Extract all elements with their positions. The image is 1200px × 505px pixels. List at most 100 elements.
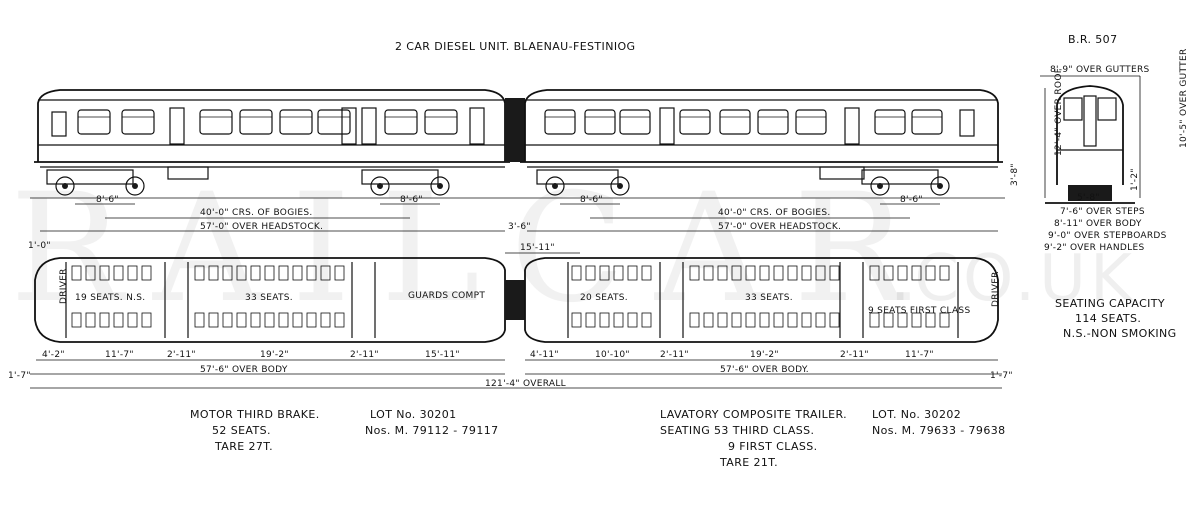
plan-seat — [250, 312, 261, 328]
plan-view: DRIVER 19 SEATS. N.S. 33 SEATS. GUARDS C… — [8, 241, 1013, 389]
plan-seat — [113, 265, 124, 281]
side-window — [239, 109, 273, 135]
plan-seat — [745, 312, 756, 328]
plan-seat — [113, 312, 124, 328]
dim-right-5: 2'-11" — [840, 350, 869, 360]
headstock-right: 57'-0" OVER HEADSTOCK. — [718, 222, 841, 232]
plan-seat — [773, 265, 784, 281]
plan-seat — [939, 312, 950, 328]
over-stepboards: 9'-0" OVER STEPBOARDS — [1048, 231, 1167, 241]
plan-seat — [613, 265, 624, 281]
over-roof: 12'-4" OVER ROOF — [1054, 68, 1064, 156]
plan-seat — [278, 312, 289, 328]
motor-tare: TARE 27T. — [214, 440, 273, 453]
trailer-seating: SEATING 53 THIRD CLASS. — [660, 424, 814, 437]
bogie-hub — [552, 183, 558, 189]
dim-right-4: 19'-2" — [750, 350, 779, 360]
diagram-title: 2 CAR DIESEL UNIT. BLAENAU-FESTINIOG — [395, 40, 635, 53]
side-window — [384, 109, 418, 135]
plan-seat — [71, 312, 82, 328]
plan-seat — [85, 265, 96, 281]
side-window — [317, 109, 351, 135]
bogie-spacing-right-2: 8'-6" — [900, 195, 923, 205]
side-window — [757, 109, 789, 135]
driver-right: DRIVER — [991, 271, 1001, 307]
bogie-wheel — [545, 176, 565, 196]
plan-seat — [925, 265, 936, 281]
trailer-first: 9 FIRST CLASS. — [728, 440, 818, 453]
side-dimensions: 8'-6" 8'-6" 8'-6" 8'-6" 40'-0" CRS. OF B… — [40, 163, 1020, 232]
plan-seat — [689, 265, 700, 281]
plan-seat — [869, 265, 880, 281]
dim-left-4: 19'-2" — [260, 350, 289, 360]
bogie-hub — [617, 183, 623, 189]
diagram-ref: B.R. 507 — [1068, 33, 1117, 46]
bogie-hub — [62, 183, 68, 189]
seating-ns-note: N.S.-NON SMOKING — [1063, 327, 1177, 340]
plan-seat — [731, 265, 742, 281]
plan-seat — [897, 312, 908, 328]
plan-seat — [320, 265, 331, 281]
plan-seat — [911, 265, 922, 281]
plan-seat — [883, 312, 894, 328]
side-window — [121, 109, 155, 135]
side-window — [911, 109, 943, 135]
side-window — [77, 109, 111, 135]
plan-seat — [787, 312, 798, 328]
plan-dimensions: 4'-2" 11'-7" 2'-11" 19'-2" 2'-11" 15'-11… — [8, 350, 1013, 389]
plan-car-left: DRIVER 19 SEATS. N.S. 33 SEATS. GUARDS C… — [28, 241, 506, 343]
bogie-wheel — [370, 176, 390, 196]
motor-lot: LOT No. 30201 — [370, 408, 457, 421]
plan-seat — [869, 312, 880, 328]
dim-right-1: 4'-11" — [530, 350, 559, 360]
plan-seat — [306, 312, 317, 328]
watermark: RAILCAR .CO.UK — [10, 162, 1136, 336]
bogies — [46, 169, 950, 196]
plan-seat — [208, 312, 219, 328]
watermark-suffix: .CO.UK — [890, 242, 1136, 316]
bogie-hub — [377, 183, 383, 189]
plan-seat — [801, 312, 812, 328]
plan-seat — [717, 312, 728, 328]
plan-seat — [759, 312, 770, 328]
side-window — [279, 109, 313, 135]
plan-seat — [925, 312, 936, 328]
plan-seat — [141, 265, 152, 281]
side-window — [874, 109, 906, 135]
bogie-hub — [937, 183, 943, 189]
bogie-wheel — [870, 176, 890, 196]
motor-nos: Nos. M. 79112 - 79117 — [365, 424, 499, 437]
side-car-left — [34, 89, 510, 180]
plan-seat — [801, 265, 812, 281]
plan-seat — [236, 312, 247, 328]
overall-length: 121'-4" OVERALL — [485, 379, 566, 389]
plan-seat — [571, 265, 582, 281]
gap-dimension: 3'-6" — [508, 222, 531, 232]
bogie-wheel — [610, 176, 630, 196]
plan-seat — [222, 312, 233, 328]
bogie-spacing-left-2: 8'-6" — [400, 195, 423, 205]
over-body-left: 57'-6" OVER BODY — [200, 365, 288, 375]
motor-seats: 52 SEATS. — [212, 424, 271, 437]
over-gutter-side: 10'-5" OVER GUTTER — [1179, 48, 1189, 148]
dim-right-2: 10'-10" — [595, 350, 630, 360]
dim-left-6: 15'-11" — [425, 350, 460, 360]
plan-seat — [571, 312, 582, 328]
side-window — [199, 109, 233, 135]
plan-seat — [264, 265, 275, 281]
bogie-width: 5'-8" — [1077, 193, 1100, 203]
plan-seats — [71, 265, 950, 328]
plan-seat — [320, 312, 331, 328]
plan-seat — [829, 265, 840, 281]
plan-seat — [829, 312, 840, 328]
plan-seat — [71, 265, 82, 281]
plan-seat — [85, 312, 96, 328]
over-gutters: 8'-9" OVER GUTTERS — [1050, 65, 1150, 75]
dim-left-1: 4'-2" — [42, 350, 65, 360]
seats-mid-left: 33 SEATS. — [245, 293, 293, 303]
side-window — [619, 109, 651, 135]
plan-seat — [194, 312, 205, 328]
over-steps: 7'-6" OVER STEPS — [1060, 207, 1145, 217]
